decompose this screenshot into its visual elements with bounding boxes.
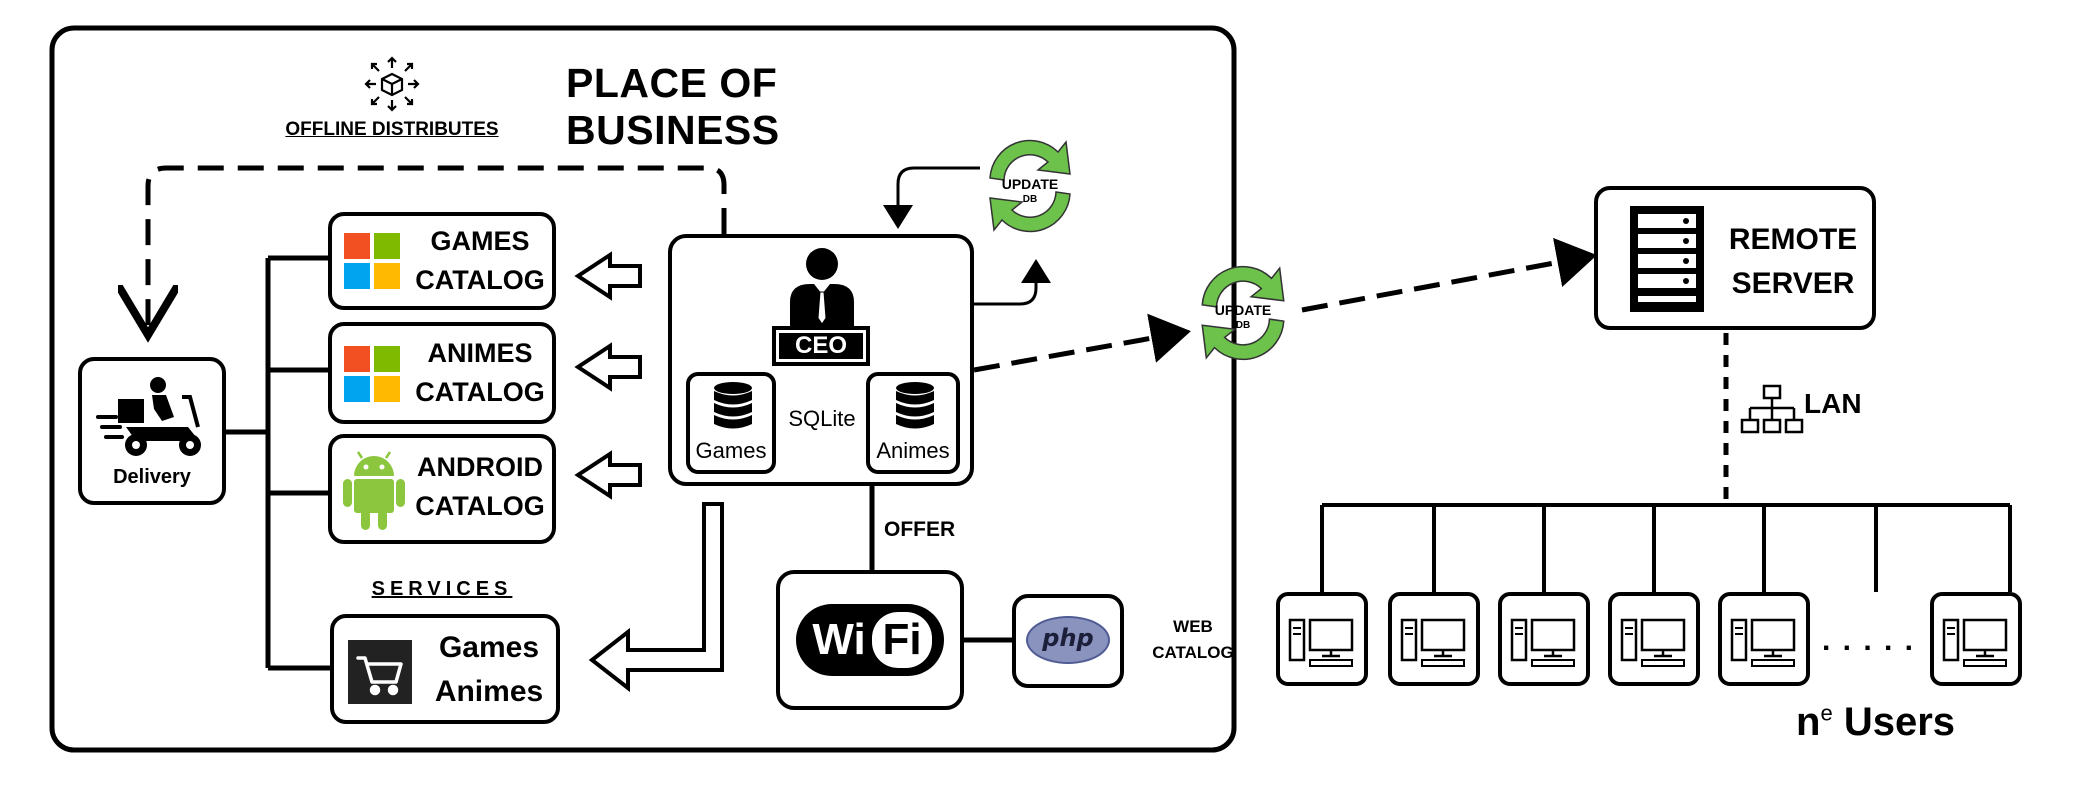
web-catalog-line2: CATALOG	[1152, 642, 1234, 662]
update-return-line	[883, 166, 980, 229]
php-logo-text: php	[1042, 624, 1094, 652]
user-pc-box[interactable]	[1608, 592, 1700, 686]
android-catalog-box[interactable]: ANDROID CATALOG	[328, 434, 556, 544]
games-db-label: Games	[695, 438, 767, 463]
desktop-computer-icon	[1942, 618, 2008, 667]
desktop-computer-icon	[1620, 618, 1686, 667]
lan-bus-line	[1320, 503, 2012, 592]
android-icon	[342, 450, 406, 532]
update-db-badge-right: UPDATE DB	[1188, 258, 1298, 368]
games-catalog-box[interactable]: GAMES CATALOG	[328, 212, 556, 310]
desktop-computer-icon	[1730, 618, 1796, 667]
users-prefix: n	[1796, 700, 1821, 744]
delivery-scooter-icon	[96, 373, 212, 459]
update-db-badge-top: UPDATE DB	[976, 132, 1084, 240]
wifi-logo-left: Wi	[812, 615, 866, 664]
ceo-person-icon	[782, 246, 862, 328]
offer-label: OFFER	[884, 518, 956, 541]
remote-server-line1: REMOTE	[1728, 223, 1858, 256]
games-catalog-line2: CATALOG	[415, 265, 545, 296]
animes-catalog-line1: ANIMES	[427, 338, 533, 368]
delivery-trunk-line	[225, 255, 330, 671]
update-db-top-line1: UPDATE	[1001, 176, 1059, 192]
place-of-business-frame	[49, 25, 1237, 753]
update-db-right-line2: DB	[1235, 320, 1251, 331]
android-catalog-line2: CATALOG	[415, 491, 545, 522]
database-icon	[713, 382, 753, 430]
desktop-computer-icon	[1288, 618, 1354, 667]
ellipsis: . . . . .	[1822, 624, 1916, 657]
user-pc-box[interactable]	[1718, 592, 1810, 686]
animes-catalog-label: ANIMES CATALOG	[410, 334, 550, 412]
update-db-right-line1: UPDATE	[1214, 302, 1272, 318]
windows-logo-icon	[344, 346, 400, 402]
remote-server-line2: SERVER	[1731, 266, 1855, 300]
delivery-label: Delivery	[113, 466, 191, 488]
animes-db-label: Animes	[876, 438, 950, 463]
update-to-server-dashed	[1301, 237, 1597, 313]
games-db-box[interactable]: Games	[686, 372, 776, 474]
services-text: Games Animes	[426, 626, 552, 713]
remote-server-label: REMOTE SERVER	[1718, 218, 1868, 305]
user-pc-box[interactable]	[1388, 592, 1480, 686]
games-catalog-line1: GAMES	[430, 226, 530, 256]
update-db-top-line2: DB	[1022, 194, 1038, 205]
lan-label: LAN	[1804, 388, 1862, 419]
update-loop-line	[972, 259, 1051, 306]
php-box[interactable]: php	[1012, 594, 1124, 688]
page-title: PLACE OF BUSINESS	[566, 60, 780, 153]
desktop-computer-icon	[1510, 618, 1576, 667]
sqlite-label: SQLite	[788, 406, 856, 431]
network-icon	[1740, 384, 1804, 438]
offline-distributes-label: OFFLINE DISTRIBUTES	[285, 119, 499, 140]
database-icon	[895, 382, 935, 430]
users-label: ne Users	[1796, 700, 1955, 745]
android-catalog-label: ANDROID CATALOG	[406, 448, 554, 526]
shopping-cart-icon	[348, 640, 412, 704]
desktop-computer-icon	[1400, 618, 1466, 667]
ceo-to-services-arrow	[588, 502, 724, 693]
offline-distribution-line	[148, 165, 727, 330]
services-line1: Games	[438, 631, 540, 664]
wifi-logo-right: Fi	[872, 612, 932, 668]
wifi-box[interactable]: Wi Fi	[776, 570, 964, 710]
remote-server-box[interactable]: REMOTE SERVER	[1594, 186, 1876, 330]
services-line2: Animes	[434, 674, 544, 708]
user-pc-box[interactable]	[1498, 592, 1590, 686]
server-rack-icon	[1628, 204, 1706, 314]
users-superscript: e	[1820, 700, 1833, 726]
animes-db-box[interactable]: Animes	[866, 372, 960, 474]
animes-catalog-line2: CATALOG	[415, 377, 545, 408]
user-pc-box[interactable]	[1930, 592, 2022, 686]
ceo-to-update-dashed	[973, 313, 1191, 373]
delivery-box[interactable]: Delivery	[78, 357, 226, 505]
animes-catalog-box[interactable]: ANIMES CATALOG	[328, 322, 556, 424]
windows-logo-icon	[344, 233, 400, 289]
users-suffix: Users	[1843, 700, 1956, 744]
services-label: SERVICES	[371, 578, 513, 600]
distribution-icon	[362, 54, 422, 114]
user-pc-box[interactable]	[1276, 592, 1368, 686]
ceo-box[interactable]: CEO Games SQLite Animes	[668, 234, 974, 486]
ceo-to-catalog-arrows	[574, 251, 642, 500]
ceo-badge: CEO	[772, 326, 870, 366]
services-box[interactable]: Games Animes	[330, 614, 560, 724]
wifi-logo: Wi Fi	[796, 604, 944, 676]
android-catalog-line1: ANDROID	[417, 452, 543, 482]
web-catalog-line1: WEB	[1173, 617, 1213, 636]
web-catalog-label: WEB CATALOG	[1148, 614, 1238, 665]
php-logo: php	[1026, 616, 1110, 664]
games-catalog-label: GAMES CATALOG	[410, 222, 550, 300]
ceo-badge-text: CEO	[779, 333, 863, 359]
